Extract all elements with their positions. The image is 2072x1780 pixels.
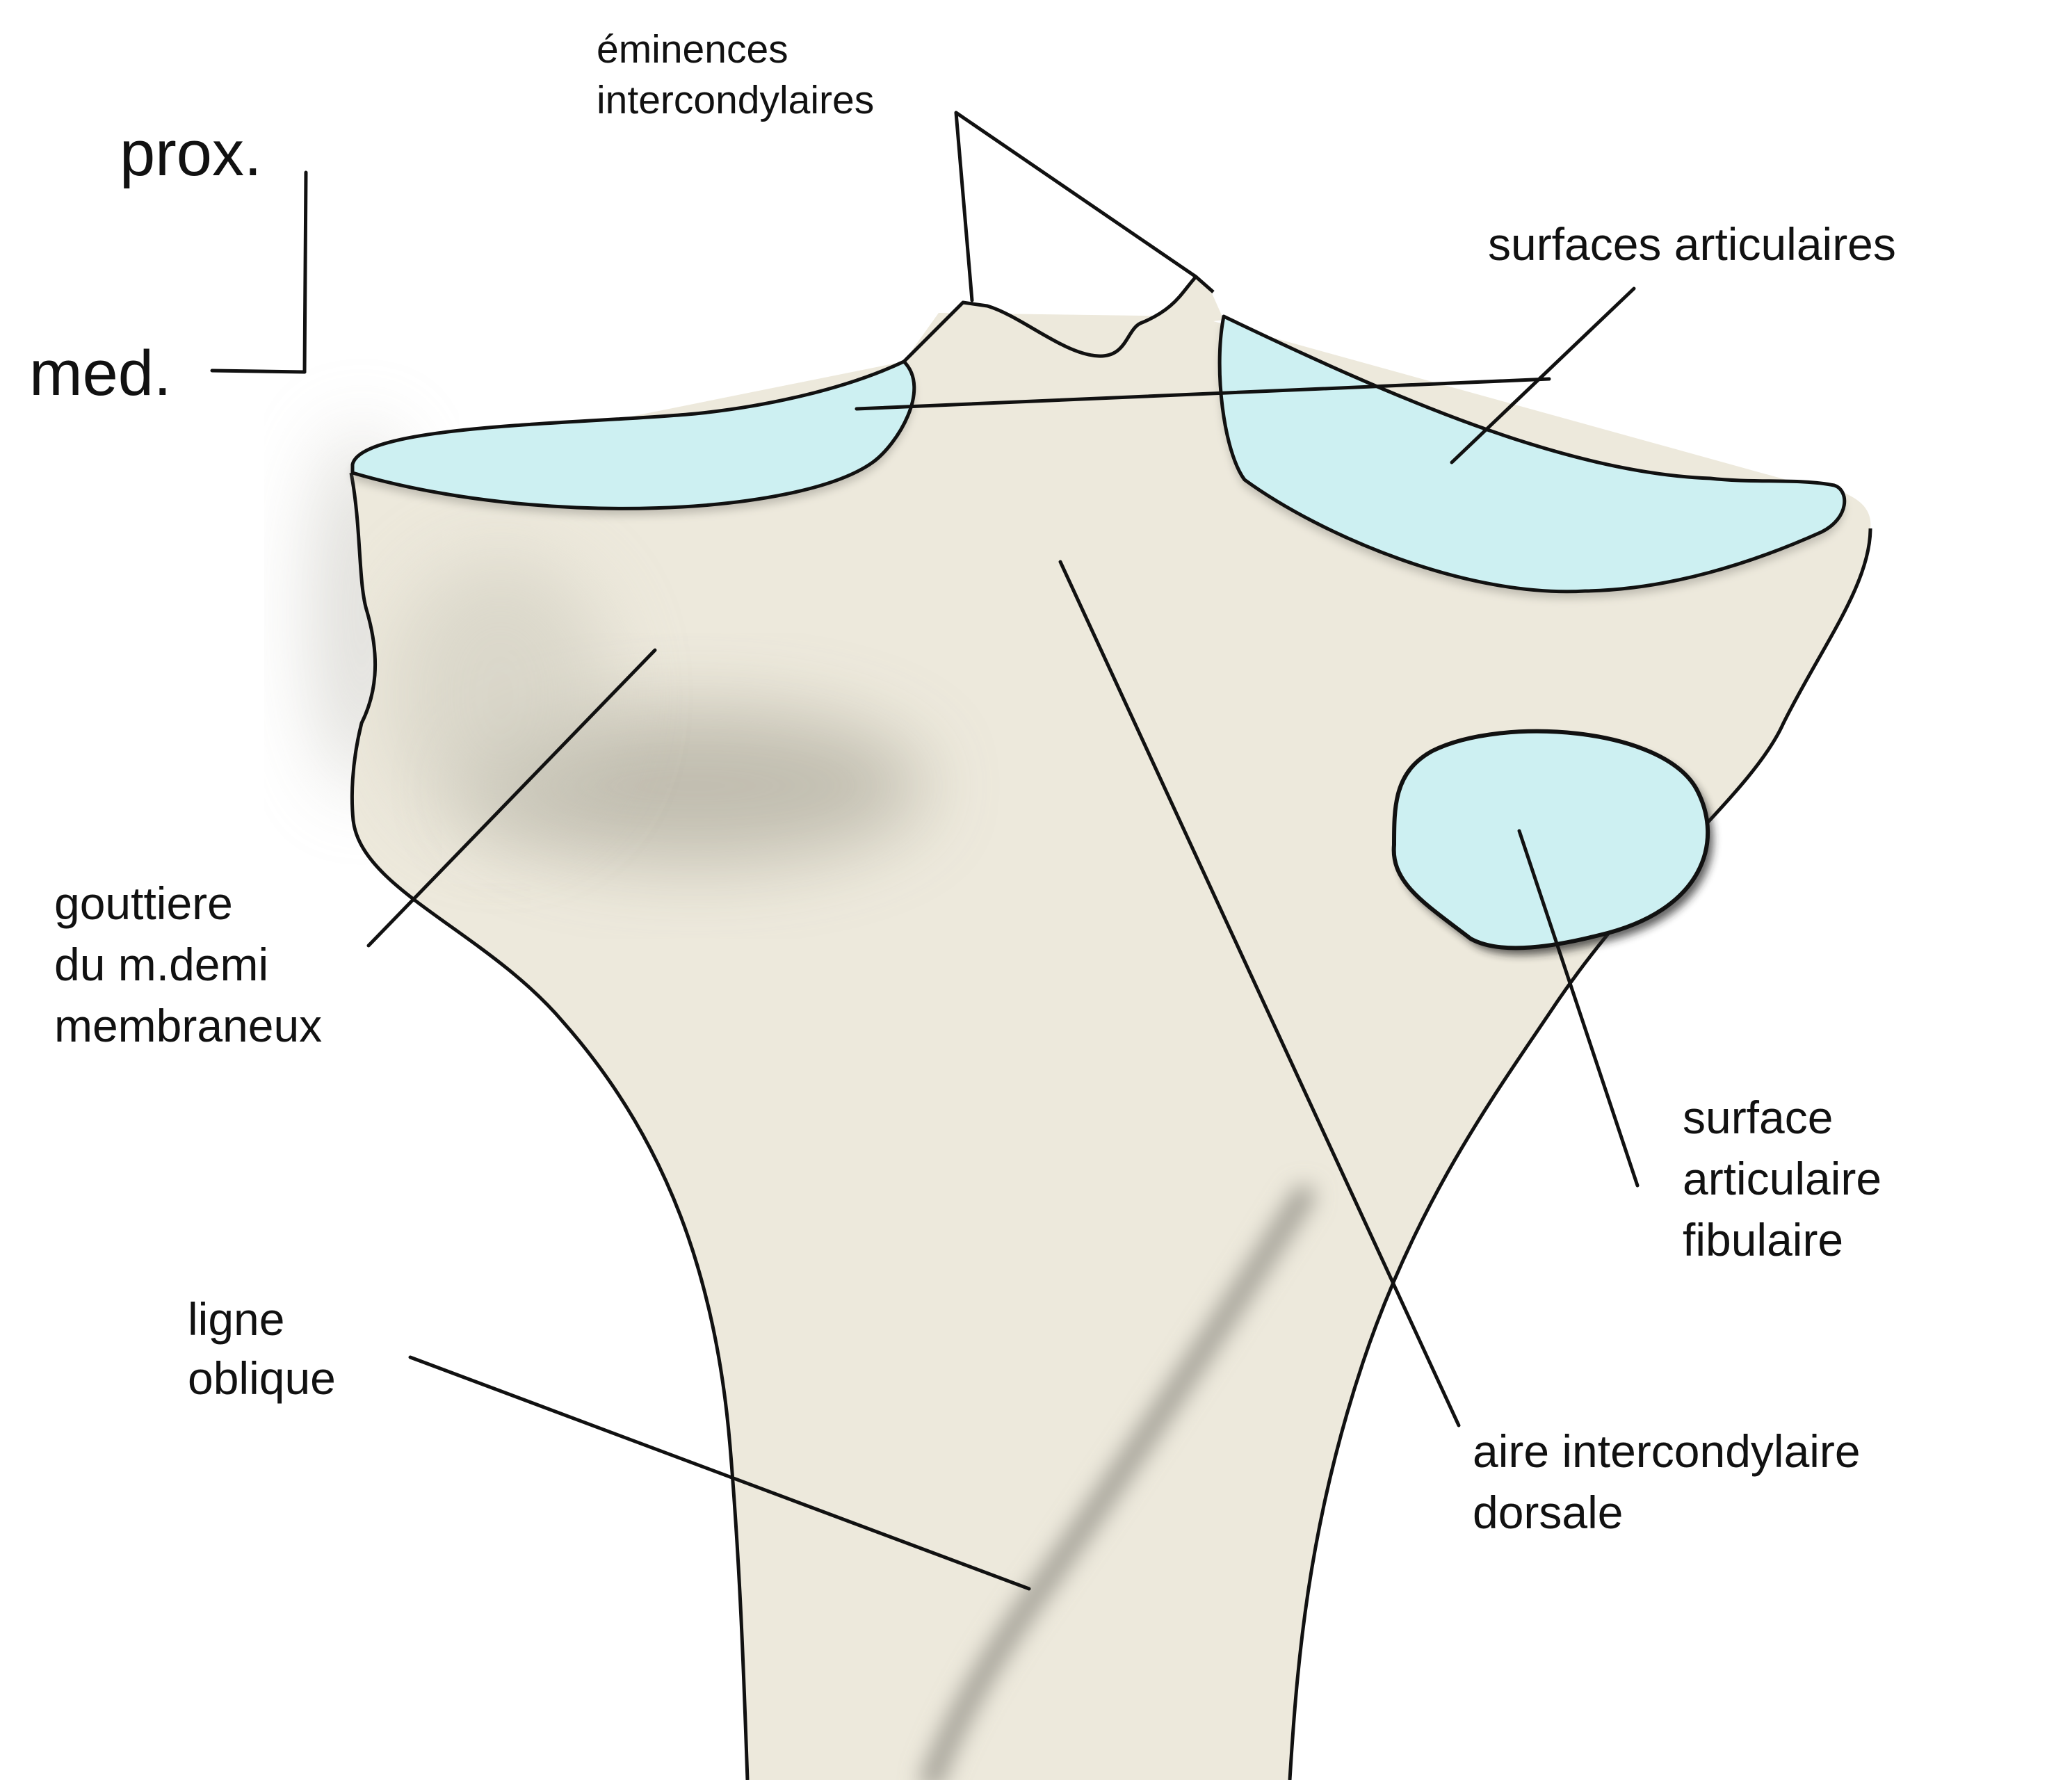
leader-aire-intercondylaire [1058, 560, 1461, 1427]
orientation-proximal: prox. [120, 118, 262, 189]
tibia-body [351, 313, 1871, 1780]
leader-surfaces-to-medial [855, 377, 1551, 411]
bone-shading [389, 556, 1314, 1780]
leader-eminences [954, 111, 1198, 302]
eminence-outline [903, 275, 1215, 363]
label-surface-fibulaire: surface articulaire fibulaire [1683, 1092, 1894, 1265]
oblique-line-ridge [921, 1186, 1314, 1780]
leader-fibulaire [1517, 829, 1640, 1188]
tibia-outline-right [1288, 528, 1872, 1780]
orientation-medial: med. [29, 338, 172, 409]
leader-ligne-oblique [408, 1355, 1031, 1591]
label-aire-intercondylaire: aire intercondylaire dorsale [1473, 1425, 1873, 1538]
tibia-outline [349, 472, 750, 1780]
label-ligne-oblique: ligne oblique [188, 1293, 336, 1404]
leader-surfaces-to-lateral [1450, 286, 1636, 464]
orientation-marker [210, 170, 308, 374]
label-eminences: éminences intercondylaires [597, 27, 874, 122]
label-surfaces-articulaires: surfaces articulaires [1488, 218, 1896, 270]
label-gouttiere: gouttiere du m.demi membraneux [54, 877, 322, 1051]
fibular-articular-surface [1391, 729, 1710, 950]
leader-gouttiere [366, 648, 657, 948]
medial-articular-surface [350, 359, 916, 510]
leader-lines [366, 111, 1640, 1591]
lateral-articular-surface [1217, 314, 1847, 594]
intercondylar-eminences [904, 277, 1224, 362]
